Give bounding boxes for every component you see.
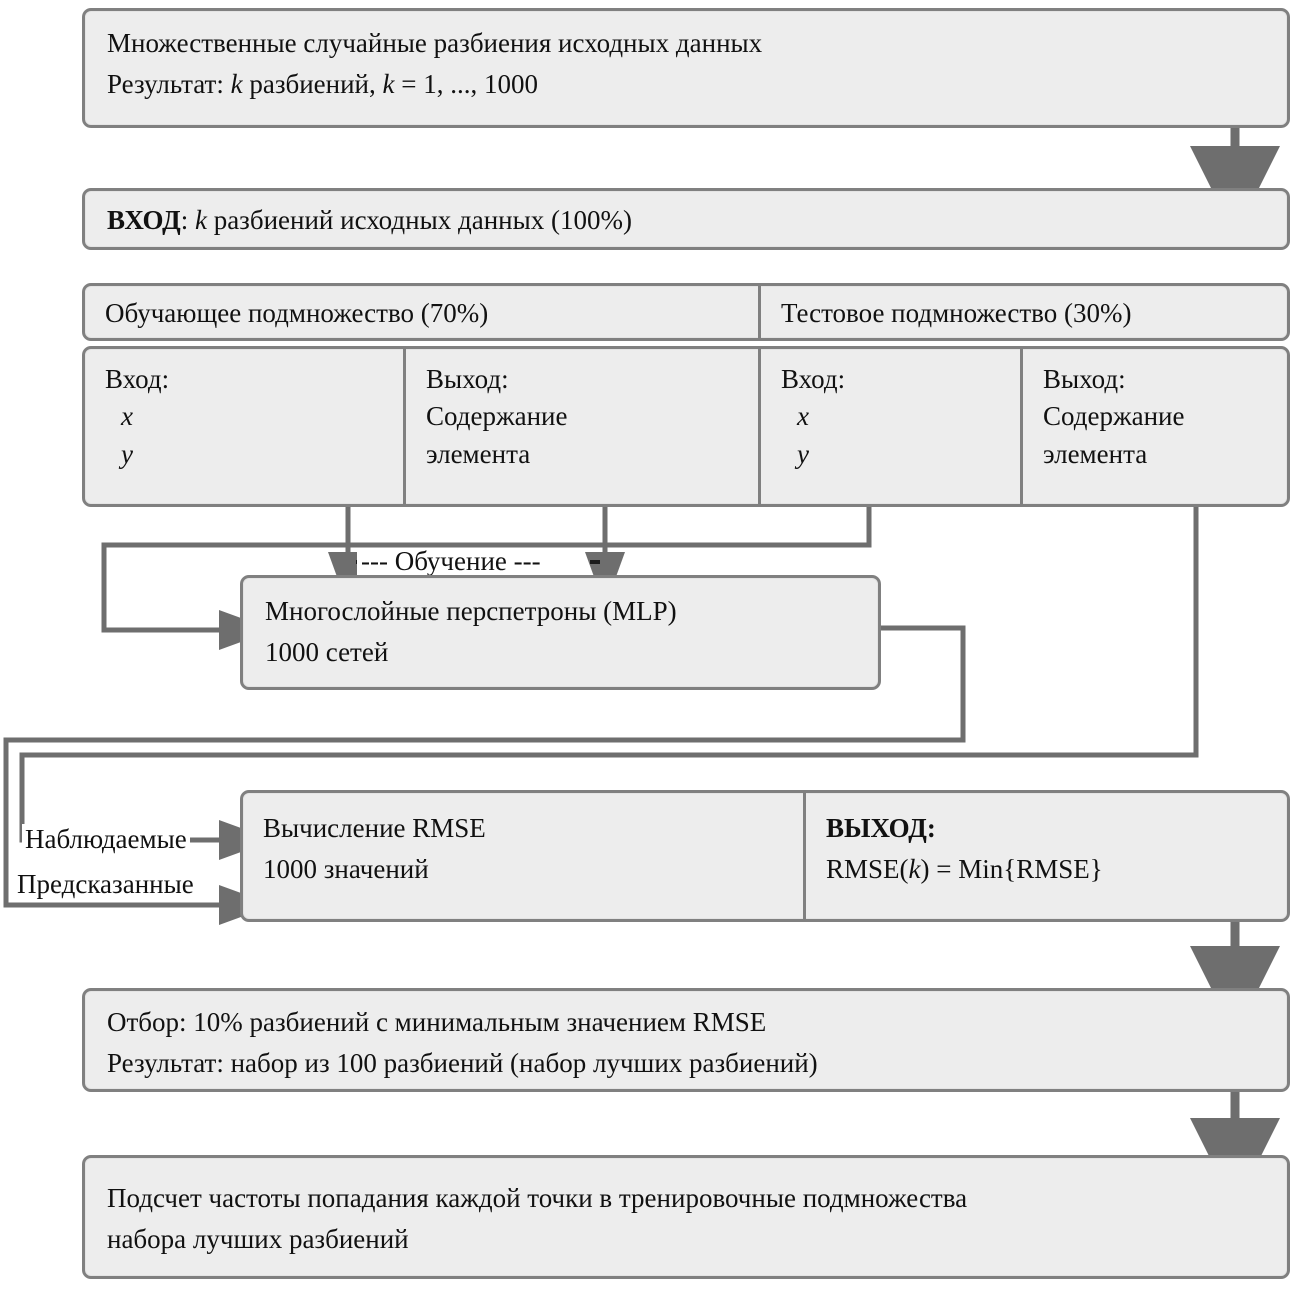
test-input-var-x: x bbox=[797, 401, 809, 432]
splits-k-symbol-1: k bbox=[230, 69, 243, 100]
header-training-subset-cell[interactable]: Обучающее подмножество (70%) bbox=[85, 286, 758, 338]
observed-edge-label: Наблюдаемые bbox=[22, 824, 190, 855]
cell-test-input[interactable]: Вход: x y bbox=[758, 349, 1020, 504]
frequency-line-1: Подсчет частоты попадания каждой точки в… bbox=[107, 1183, 968, 1213]
predicted-edge-label-text: Предсказанные bbox=[17, 869, 194, 899]
header-test-subset-label: Тестовое подмножество (30%) bbox=[781, 298, 1132, 328]
rmse-formula-part-a: RMSE( bbox=[826, 854, 909, 885]
train-output-title: Выход: bbox=[426, 364, 509, 394]
rmse-calc-line-1: Вычисление RMSE bbox=[263, 813, 486, 843]
node-mlp[interactable]: Многослойные перспетроны (MLP) 1000 сете… bbox=[240, 575, 881, 690]
mlp-line-1: Многослойные перспетроны (MLP) bbox=[265, 596, 677, 626]
row-rmse: Вычисление RMSE 1000 значений ВЫХОД: RMS… bbox=[240, 790, 1290, 922]
header-training-subset-label: Обучающее подмножество (70%) bbox=[105, 298, 489, 328]
input-k-symbol: k bbox=[194, 205, 207, 235]
cell-rmse-calculation[interactable]: Вычисление RMSE 1000 значений bbox=[243, 793, 803, 919]
test-input-title: Вход: bbox=[781, 364, 846, 394]
training-edge-label-text: --- Обучение --- bbox=[361, 546, 541, 576]
input-sep: : bbox=[180, 205, 195, 235]
train-input-var-y: y bbox=[121, 438, 133, 469]
test-input-var-y: y bbox=[797, 438, 809, 469]
node-selection[interactable]: Отбор: 10% разбиений с минимальным значе… bbox=[82, 988, 1290, 1092]
node-input[interactable]: ВХОД: k разбиений исходных данных (100%) bbox=[82, 188, 1290, 250]
cell-rmse-output[interactable]: ВЫХОД: RMSE(k) = Min{RMSE} bbox=[803, 793, 1287, 919]
input-rest: разбиений исходных данных (100%) bbox=[206, 205, 632, 235]
train-output-line-2: элемента bbox=[426, 438, 531, 469]
rmse-output-label: ВЫХОД: bbox=[826, 813, 936, 843]
splits-k-symbol-2: k bbox=[382, 69, 395, 100]
node-multiple-random-splits[interactable]: Множественные случайные разбиения исходн… bbox=[82, 8, 1290, 128]
input-line: ВХОД: k разбиений исходных данных (100%) bbox=[107, 202, 1265, 239]
splits-result-prefix: Результат: bbox=[107, 69, 231, 100]
observed-edge-label-text: Наблюдаемые bbox=[25, 824, 187, 854]
cell-train-input[interactable]: Вход: x y bbox=[85, 349, 403, 504]
selection-line-2: Результат: набор из 100 разбиений (набор… bbox=[107, 1048, 818, 1079]
train-output-line-1: Содержание bbox=[426, 401, 568, 432]
test-output-line-2: элемента bbox=[1043, 438, 1148, 469]
row-io-columns: Вход: x y Выход: Содержание элемента Вхо… bbox=[82, 346, 1290, 507]
frequency-line-2: набора лучших разбиений bbox=[107, 1224, 409, 1255]
rmse-formula-k-symbol: k bbox=[908, 854, 921, 885]
input-label: ВХОД bbox=[107, 205, 181, 235]
splits-line-1: Множественные случайные разбиения исходн… bbox=[107, 28, 763, 58]
test-output-title: Выход: bbox=[1043, 364, 1126, 394]
predicted-edge-label: Предсказанные bbox=[14, 869, 197, 900]
node-frequency-count[interactable]: Подсчет частоты попадания каждой точки в… bbox=[82, 1155, 1290, 1279]
header-test-subset-cell[interactable]: Тестовое подмножество (30%) bbox=[758, 286, 1287, 338]
cell-test-output[interactable]: Выход: Содержание элемента bbox=[1020, 349, 1287, 504]
splits-result-suffix: = 1, ..., 1000 bbox=[394, 69, 538, 100]
test-output-line-1: Содержание bbox=[1043, 401, 1185, 432]
row-subset-headers: Обучающее подмножество (70%) Тестовое по… bbox=[82, 283, 1290, 341]
train-input-title: Вход: bbox=[105, 364, 170, 394]
mlp-line-2: 1000 сетей bbox=[265, 637, 389, 668]
rmse-calc-line-2: 1000 значений bbox=[263, 854, 429, 885]
rmse-output-formula: RMSE(k) = Min{RMSE} bbox=[826, 851, 1267, 888]
training-edge-label: --- Обучение --- bbox=[357, 548, 545, 575]
splits-result-mid: разбиений, bbox=[242, 69, 383, 100]
cell-train-output[interactable]: Выход: Содержание элемента bbox=[403, 349, 758, 504]
train-input-var-x: x bbox=[121, 401, 133, 432]
rmse-formula-part-b: ) = Min{RMSE} bbox=[920, 854, 1103, 885]
splits-line-2: Результат: k разбиений, k = 1, ..., 1000 bbox=[107, 66, 1265, 103]
selection-line-1: Отбор: 10% разбиений с минимальным значе… bbox=[107, 1007, 767, 1037]
